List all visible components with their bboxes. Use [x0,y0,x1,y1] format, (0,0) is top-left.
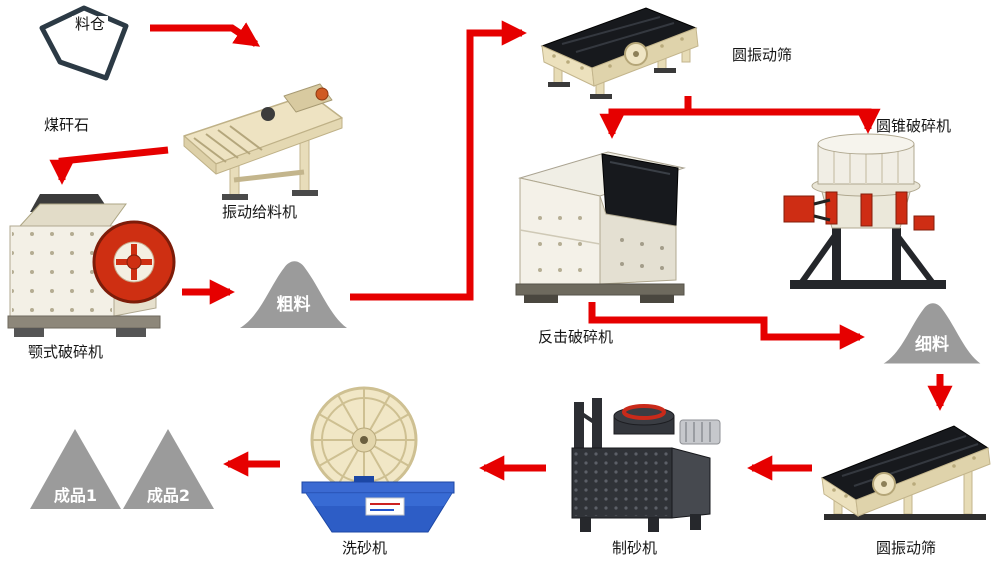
cone-crusher-illustration [783,133,946,289]
vibrating-feeder-illustration [183,83,343,200]
cone-crusher-label: 圆锥破碎机 [876,117,952,135]
fine-pile-icon [883,303,981,364]
circular-screen-bottom-label: 圆振动筛 [876,539,937,557]
jaw-crusher-illustration [7,194,176,337]
sand-maker-node [552,396,730,536]
sand-washer-label: 洗砂机 [342,539,388,557]
arrow-feeder-to-jaw-crusher [49,146,169,185]
impact-crusher-illustration [515,151,686,303]
jaw-crusher-label: 颚式破碎机 [28,343,104,361]
coarse-pile-icon [240,261,347,328]
product-1-node: 成品1 [28,426,123,511]
material-label: 煤矸石 [44,116,90,134]
circular-screen-top-node [532,4,704,104]
product-2-label: 成品2 [146,486,191,505]
circular-screen-bottom-node [814,414,996,522]
circular-screen-top-illustration [540,7,699,99]
sand-maker-illustration [571,398,721,532]
fine-pile-label: 细料 [915,335,949,355]
circular-screen-bottom-illustration [820,425,991,520]
sand-maker-label: 制砂机 [612,539,658,557]
arrow-coarse-to-screen-top [350,20,527,301]
product-2-node: 成品2 [121,426,216,511]
coarse-pile-node: 粗料 [236,252,351,332]
sand-washer-node [284,382,468,537]
vibrating-feeder-label: 振动给料机 [222,203,298,221]
product-2-icon [123,429,214,509]
jaw-crusher-node [6,190,176,345]
circular-screen-top-label: 圆振动筛 [732,46,793,64]
arrow-screen-to-cone-crusher [684,96,881,134]
product-1-icon [30,429,121,509]
sand-washer-illustration [301,386,455,533]
coarse-pile-label: 粗料 [276,295,311,315]
arrow-hopper-to-feeder [150,22,261,47]
product-1-label: 成品1 [53,486,98,505]
impact-crusher-label: 反击破碎机 [538,328,614,346]
hopper-label: 料仓 [72,16,109,33]
fine-pile-node: 细料 [880,292,984,370]
impact-crusher-node [512,132,692,310]
vibrating-feeder-node [172,80,352,205]
cone-crusher-node [782,130,962,298]
